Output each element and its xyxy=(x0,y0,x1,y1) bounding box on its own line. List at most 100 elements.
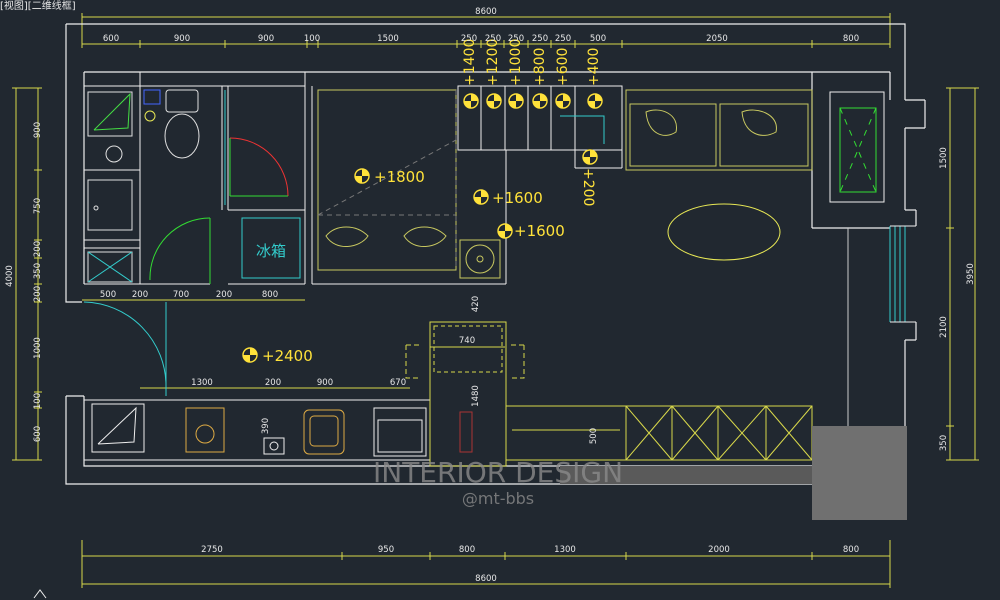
dimension-texts: 8600 600 900 900 100 1500 250 250 250 25… xyxy=(5,7,976,584)
dim-top-total: 8600 xyxy=(475,7,497,17)
dim-left-2: 200 xyxy=(33,241,43,257)
dim-top-4: 1500 xyxy=(377,34,399,44)
dim-top-7: 250 xyxy=(508,34,524,44)
floor-drain xyxy=(105,145,123,163)
dim-left-1: 750 xyxy=(33,198,43,214)
dim-bottom-3: 1300 xyxy=(554,545,576,555)
socket-600-label: +600 xyxy=(555,48,571,86)
dim-table-h: 1480 xyxy=(471,385,481,407)
socket-icon xyxy=(486,93,502,109)
socket-icon xyxy=(508,93,524,109)
dim-mid-2: 700 xyxy=(173,290,189,300)
dim-counter-1: 200 xyxy=(265,378,281,388)
socket-800-label: +800 xyxy=(532,48,548,86)
dim-sink-h: 390 xyxy=(261,418,271,434)
dim-mid-1: 200 xyxy=(132,290,148,300)
toilet-bowl xyxy=(164,113,200,159)
dim-right-total: 3950 xyxy=(966,263,976,285)
dim-counter-2: 900 xyxy=(317,378,333,388)
dim-left-0: 900 xyxy=(33,122,43,138)
dim-table-w: 740 xyxy=(459,336,475,346)
washing-machine-box xyxy=(87,251,133,283)
socket-1600b-label: +1600 xyxy=(514,222,565,240)
dim-top-2: 900 xyxy=(258,34,274,44)
window xyxy=(847,225,916,426)
dim-left-4: 200 xyxy=(33,286,43,302)
kitchen-counter xyxy=(84,399,430,461)
entry-door xyxy=(83,301,167,396)
dining-table xyxy=(405,321,525,467)
balcony-area xyxy=(812,426,907,520)
socket-400-label: +400 xyxy=(586,48,602,86)
interior-walls xyxy=(84,72,507,285)
socket-icon xyxy=(555,93,571,109)
cursor-mark xyxy=(33,589,47,599)
socket-top-labels: +1400 +1200 +1000 +800 +600 +400 xyxy=(462,39,602,86)
dim-left-total: 4000 xyxy=(5,265,15,287)
bathroom xyxy=(87,89,289,284)
dim-counter-0: 1300 xyxy=(191,378,213,388)
shower-tray xyxy=(87,91,133,137)
dim-bottom-1: 950 xyxy=(378,545,394,555)
socket-1800-label: +1800 xyxy=(374,168,425,186)
socket-icon xyxy=(587,93,603,109)
dim-cab-h: 500 xyxy=(589,428,599,444)
socket-2400-label: +2400 xyxy=(262,347,313,365)
socket-icon xyxy=(242,347,258,363)
dim-top-6: 250 xyxy=(485,34,501,44)
cabinet-row xyxy=(505,405,813,461)
socket-icon xyxy=(354,168,370,184)
dim-left-5: 1000 xyxy=(33,337,43,359)
dim-top-1: 900 xyxy=(174,34,190,44)
dim-top-0: 600 xyxy=(103,34,119,44)
dim-right-0: 1500 xyxy=(939,147,949,169)
rug xyxy=(667,203,781,261)
bed-area xyxy=(317,89,501,279)
dim-top-10: 500 xyxy=(590,34,606,44)
socket-icon xyxy=(582,149,598,165)
dim-mid-3: 200 xyxy=(216,290,232,300)
toilet-tank xyxy=(165,89,199,113)
watermark-main: INTERIOR DESIGN xyxy=(373,456,623,489)
dim-counter-3: 670 xyxy=(390,378,406,388)
ac-unit xyxy=(829,91,885,203)
dim-bottom-2: 800 xyxy=(459,545,475,555)
balcony-strip xyxy=(560,466,812,484)
watermark-sub: @mt-bbs xyxy=(462,489,534,508)
dim-left-7: 600 xyxy=(33,426,43,442)
socket-icon xyxy=(473,189,489,205)
dim-top-9: 250 xyxy=(555,34,571,44)
washbasin xyxy=(87,179,133,231)
dim-table-gap: 420 xyxy=(471,296,481,312)
dim-mid-4: 800 xyxy=(262,290,278,300)
socket-icon xyxy=(497,223,513,239)
dim-bottom-4: 2000 xyxy=(708,545,730,555)
dim-bottom-0: 2750 xyxy=(201,545,223,555)
dim-left-6: 100 xyxy=(33,393,43,409)
dim-top-5: 250 xyxy=(461,34,477,44)
socket-icon xyxy=(532,93,548,109)
dim-right-1: 2100 xyxy=(939,316,949,338)
socket-1600a-label: +1600 xyxy=(492,189,543,207)
dim-mid-0: 500 xyxy=(100,290,116,300)
dim-left-3: 350 xyxy=(33,263,43,279)
dim-bottom-total: 8600 xyxy=(475,574,497,584)
dim-top-3: 100 xyxy=(304,34,320,44)
sofa xyxy=(625,89,813,171)
wardrobe xyxy=(457,85,623,169)
socket-1000-label: +1000 xyxy=(508,39,524,86)
fridge xyxy=(241,217,301,279)
socket-icon xyxy=(463,93,479,109)
fridge-label: 冰箱 xyxy=(256,242,286,260)
dim-bottom-5: 800 xyxy=(843,545,859,555)
socket-symbols xyxy=(242,93,603,363)
dim-right-2: 350 xyxy=(939,435,949,451)
dim-top-8: 250 xyxy=(532,34,548,44)
dim-top-12: 800 xyxy=(843,34,859,44)
dimension-lines xyxy=(12,13,979,588)
socket-1200-label: +1200 xyxy=(485,39,501,86)
view-title[interactable]: [视图][二维线框] xyxy=(0,1,76,12)
socket-200-label: +200 xyxy=(580,168,596,206)
dim-top-11: 2050 xyxy=(706,34,728,44)
